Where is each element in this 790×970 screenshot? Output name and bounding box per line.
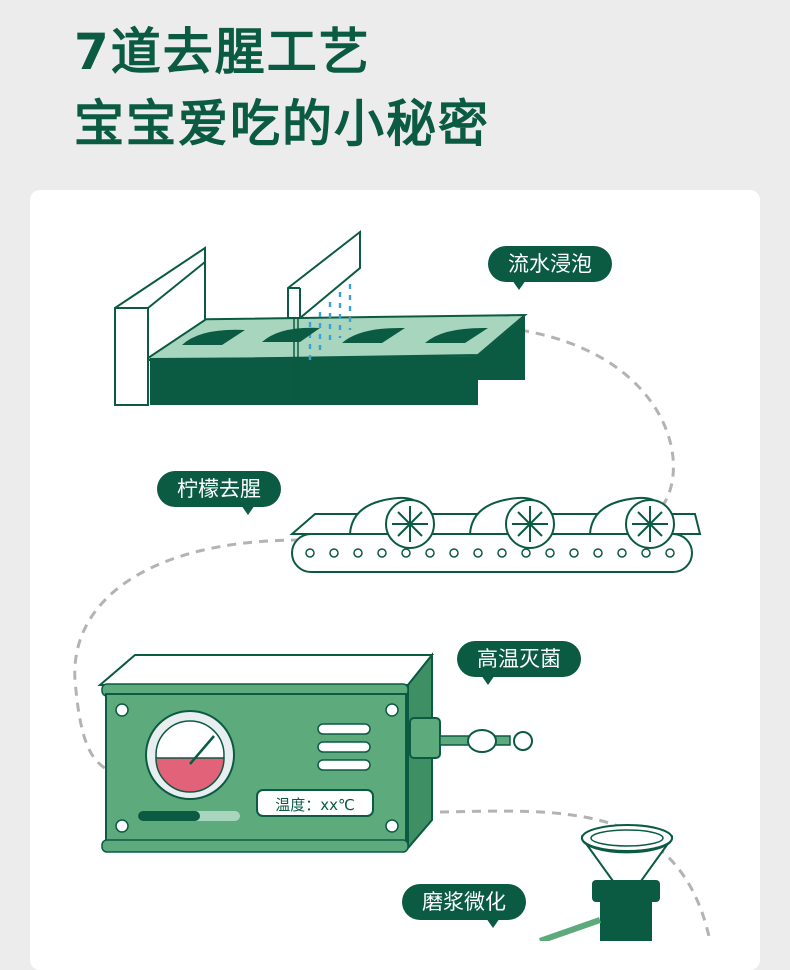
temperature-readout: 温度：xx℃ (256, 789, 374, 817)
process-illustration (73, 229, 712, 941)
soaking-tank-illustration (114, 229, 528, 406)
step-label-lemon-deodorize: 柠檬去腥 (157, 471, 281, 515)
step-label-high-temp-sterilize: 高温灭菌 (457, 641, 581, 685)
lemon-conveyor-illustration (289, 496, 702, 573)
grinder-illustration (539, 824, 674, 941)
step-label-water-soak: 流水浸泡 (488, 246, 612, 290)
headline-line-2: 宝宝爱吃的小秘密 (74, 95, 490, 153)
sterilizer-illustration (97, 652, 533, 853)
headline-line-1: 7道去腥工艺 (74, 23, 371, 81)
step-label-grind-micronize: 磨浆微化 (402, 884, 526, 928)
